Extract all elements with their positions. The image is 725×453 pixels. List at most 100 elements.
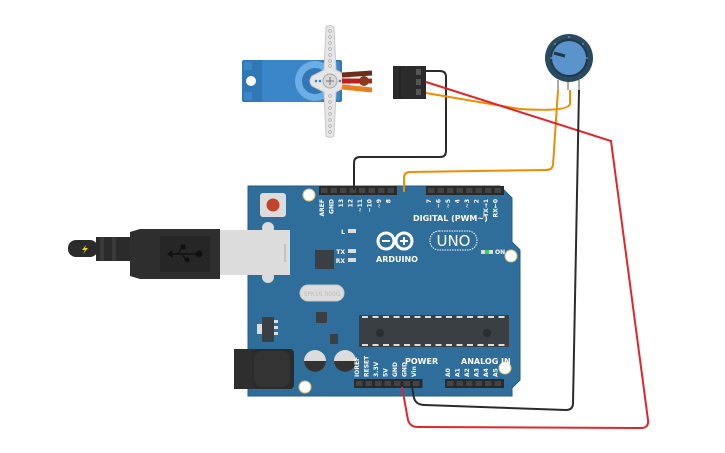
header-pin[interactable] xyxy=(375,381,382,386)
analog-pin-label-2: A2 xyxy=(464,368,471,377)
on-led: ON xyxy=(481,249,505,256)
lightning-icon xyxy=(82,245,88,254)
svg-text:TX: TX xyxy=(336,249,345,256)
servo-wire-brown xyxy=(341,70,373,78)
digital-pin-label-2: ~5 xyxy=(445,199,452,208)
voltage-regulator xyxy=(257,317,278,342)
led-l: L xyxy=(341,229,356,236)
header-pin[interactable] xyxy=(340,188,347,193)
wire-pot-gnd[interactable] xyxy=(411,89,580,412)
power-pin-label-2: 3.3V xyxy=(373,361,380,377)
wire-servo-signal[interactable] xyxy=(425,90,571,111)
header-pin[interactable] xyxy=(428,188,435,193)
arduino-uno-board[interactable]: DIGITAL (PWM~) L TX RX ARDUINO UNO xyxy=(220,185,521,397)
digital-header-label: DIGITAL (PWM~) xyxy=(413,214,488,223)
usb-socket xyxy=(220,230,290,275)
header-pin[interactable] xyxy=(494,188,502,193)
header-pin[interactable] xyxy=(368,188,376,193)
mounting-hole xyxy=(504,249,518,263)
analog-pin-label-5: A5 xyxy=(493,368,500,377)
wire-pot-to-pin9[interactable] xyxy=(403,89,559,192)
power-header xyxy=(354,379,423,388)
wire-servo-gnd[interactable] xyxy=(353,70,447,190)
analog-pin-label-4: A4 xyxy=(483,368,490,377)
header-pin[interactable] xyxy=(330,188,338,193)
analog-pin-label-1: A1 xyxy=(455,368,462,377)
usb-symbol-icon xyxy=(167,244,203,263)
digital-pin-label-6: TX→1 xyxy=(483,199,490,217)
header-pin[interactable] xyxy=(475,188,483,193)
header-pin[interactable] xyxy=(485,381,492,386)
digital-pin-label-1: GND xyxy=(329,199,336,214)
header-pin[interactable] xyxy=(447,381,454,386)
potentiometer[interactable] xyxy=(545,34,593,90)
header-pin[interactable] xyxy=(365,381,373,386)
analog-header xyxy=(445,379,504,388)
digital-pin-label-0: AREF xyxy=(319,199,326,216)
digital-pin-label-3: 12 xyxy=(348,199,355,207)
header-pin[interactable] xyxy=(394,381,401,386)
mounting-hole xyxy=(498,361,512,375)
header-pin[interactable] xyxy=(485,188,492,193)
header-pin[interactable] xyxy=(447,188,454,193)
header-pin[interactable] xyxy=(384,381,392,386)
wire-servo-power[interactable] xyxy=(401,81,650,430)
header-pin[interactable] xyxy=(349,188,357,193)
analog-pin-label-0: A0 xyxy=(445,368,452,377)
analog-header-label: ANALOG IN xyxy=(461,357,511,366)
digital-pin-label-5: 2 xyxy=(474,199,481,203)
header-pin[interactable] xyxy=(466,188,473,193)
header-pin[interactable] xyxy=(321,188,328,193)
capacitor xyxy=(304,350,326,372)
micro-servo[interactable] xyxy=(242,25,426,138)
led-tx: TX xyxy=(336,249,356,256)
svg-text:L: L xyxy=(341,229,345,236)
power-pin-label-6: Vin xyxy=(411,366,418,377)
digital-pin-label-4: ~11 xyxy=(357,199,364,212)
header-pin[interactable] xyxy=(359,188,366,193)
digital-pin-label-7: 8 xyxy=(386,199,393,203)
power-header-label: POWER xyxy=(405,357,438,366)
servo-wire-orange xyxy=(341,84,373,93)
digital-pin-label-0: 7 xyxy=(426,199,433,203)
digital-header-left xyxy=(319,186,397,195)
header-pin[interactable] xyxy=(475,381,483,386)
model-label: UNO xyxy=(436,232,470,250)
header-pin[interactable] xyxy=(437,188,445,193)
reset-button[interactable] xyxy=(260,193,286,217)
header-pin[interactable] xyxy=(378,188,385,193)
mounting-hole xyxy=(302,188,316,202)
header-pin[interactable] xyxy=(403,381,411,386)
pot-knob[interactable] xyxy=(552,41,586,75)
mounting-hole xyxy=(298,380,312,394)
header-pin[interactable] xyxy=(387,188,395,193)
digital-pin-label-5: ~10 xyxy=(367,199,374,212)
power-pin-label-1: RESET xyxy=(364,355,371,377)
analog-pin-label-3: A3 xyxy=(474,368,481,377)
capacitor xyxy=(334,350,356,372)
usb-chip xyxy=(315,250,334,269)
header-pin[interactable] xyxy=(413,381,420,386)
small-chip xyxy=(316,312,327,323)
digital-header-right xyxy=(426,186,504,195)
servo-horn[interactable] xyxy=(309,25,351,138)
digital-pin-label-1: ~6 xyxy=(436,199,443,208)
servo-connector xyxy=(393,66,426,99)
svg-text:ON: ON xyxy=(495,249,505,256)
header-pin[interactable] xyxy=(494,381,502,386)
led-rx: RX xyxy=(336,258,356,265)
crystal-oscillator: SPK16.000G xyxy=(299,284,345,302)
header-pin[interactable] xyxy=(456,188,464,193)
arduino-logo-icon xyxy=(376,231,414,251)
dc-power-jack[interactable] xyxy=(234,349,294,389)
digital-pin-label-4: ~3 xyxy=(464,199,471,208)
digital-pin-label-2: 13 xyxy=(338,199,345,207)
power-pin-label-4: GND xyxy=(392,362,399,377)
header-pin[interactable] xyxy=(456,381,464,386)
digital-pin-label-6: ~9 xyxy=(376,199,383,208)
svg-text:RX: RX xyxy=(336,258,346,265)
header-pin[interactable] xyxy=(466,381,473,386)
power-pin-label-3: 5V xyxy=(383,368,390,377)
header-pin[interactable] xyxy=(356,381,363,386)
